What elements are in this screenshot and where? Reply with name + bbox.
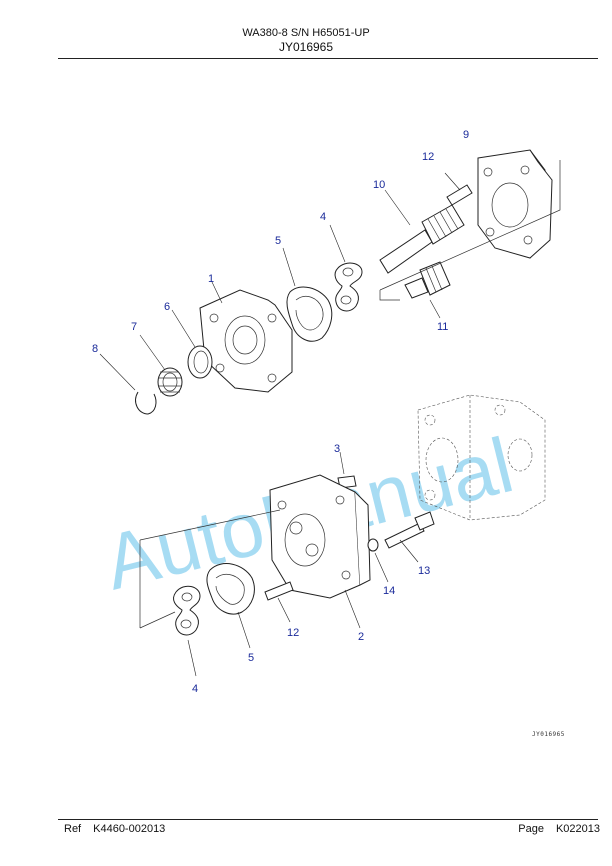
header-model: WA380-8 S/N H65051-UP: [242, 27, 370, 39]
callout-14: 14: [383, 585, 395, 597]
callout-5-upper: 5: [275, 235, 281, 247]
callout-5-lower: 5: [248, 652, 254, 664]
part-12-upper-dowel-pin: [444, 172, 473, 206]
part-1-front-body: [199, 281, 293, 393]
footer-page: Page K022013: [518, 823, 600, 835]
assembled-pump-view: [417, 394, 546, 521]
header-figure-code: JY016965: [278, 40, 334, 54]
part-6-o-ring: [171, 309, 213, 379]
callout-10: 10: [373, 179, 385, 191]
footer-page-value: K022013: [555, 823, 600, 835]
part-2-rear-body: [269, 474, 371, 629]
callout-1: 1: [208, 273, 214, 285]
footer-divider: [58, 819, 598, 820]
part-10-drive-shaft: [379, 189, 465, 274]
footer-reference: Ref K4460-002013: [64, 823, 165, 835]
part-5-lower-gasket: [206, 563, 255, 649]
callout-11: 11: [437, 321, 448, 333]
footer-ref-value: K4460-002013: [93, 823, 166, 835]
lower-assembly-frame: [139, 509, 281, 629]
part-9-cover-plate: [477, 149, 553, 259]
upper-assembly-frame: [379, 160, 561, 301]
callout-8: 8: [92, 343, 98, 355]
callout-4-lower: 4: [192, 683, 198, 695]
part-14-washer: [367, 538, 389, 583]
part-7-oil-seal: [139, 334, 183, 397]
part-4-lower-bushing-plate: [173, 585, 201, 677]
part-13-bolt: [384, 511, 435, 563]
part-12-lower-dowel-pin: [264, 581, 294, 623]
part-4-upper-bushing-plate: [329, 224, 363, 312]
part-8-snap-ring: [99, 353, 157, 415]
callout-2: 2: [358, 631, 364, 643]
figure-id-label: JY016965: [532, 731, 565, 738]
footer-ref-label: Ref: [64, 823, 82, 835]
callout-9: 9: [463, 129, 469, 141]
part-5-upper-gasket: [282, 247, 333, 342]
callout-3: 3: [334, 443, 340, 455]
header-divider: [58, 58, 598, 59]
callout-13: 13: [418, 565, 430, 577]
callout-labels: 9 12 10 4 5 1 6 7 8 11 3 13 14 12 2 5 4: [92, 129, 469, 695]
callout-12-upper: 12: [422, 151, 434, 163]
callout-4-upper: 4: [320, 211, 326, 223]
footer-page-label: Page: [518, 823, 544, 835]
exploded-parts-diagram: AutoManual: [0, 60, 612, 760]
callout-12-lower: 12: [287, 627, 299, 639]
part-11-driven-gear: [404, 261, 451, 319]
callout-6: 6: [164, 301, 170, 313]
callout-7: 7: [131, 321, 137, 333]
